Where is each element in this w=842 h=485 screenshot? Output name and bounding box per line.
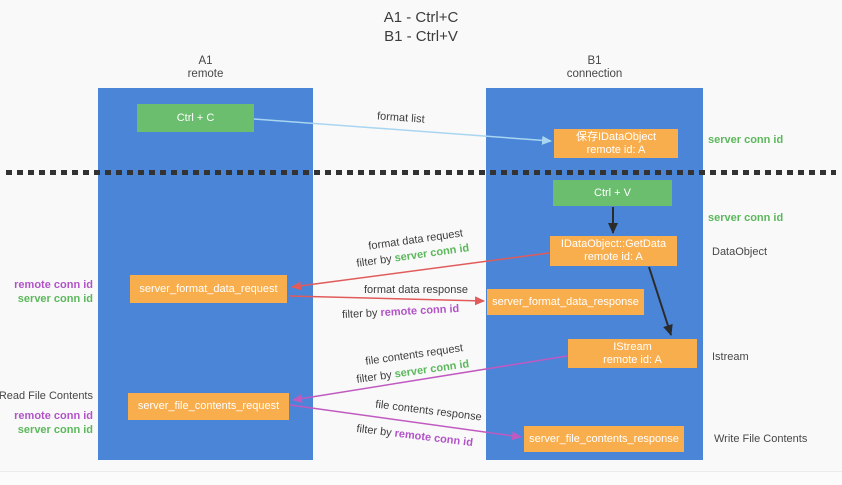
box-ctrl-c-label: Ctrl + C (176, 111, 215, 124)
filter-by-text: filter by (355, 369, 393, 386)
box-server-file-contents-request: server_file_contents_request (128, 393, 289, 420)
box-idataobject-getdata: IDataObject::GetData remote id: A (550, 236, 677, 266)
label-istream: Istream (712, 351, 749, 363)
label-read-file-contents: Read File Contents (0, 390, 93, 402)
box-server-file-contents-request-label: server_file_contents_request (137, 400, 280, 412)
file-contents-response-text: file contents response (374, 398, 483, 424)
format-data-response-text: format data response (364, 284, 468, 296)
left-conn-id-group-2: remote conn id server conn id (14, 409, 93, 437)
left-server-conn-id-2: server conn id (17, 424, 93, 436)
remote-conn-id-text: remote conn id (380, 302, 460, 320)
left-remote-conn-id-2: remote conn id (14, 410, 93, 422)
box-save-idataobject-line1: 保存IDataObject (575, 130, 657, 143)
filter-by-text: filter by (355, 422, 393, 440)
box-istream-line1: IStream (613, 340, 652, 353)
filter-by-text: filter by (355, 253, 393, 270)
label-dataobject: DataObject (712, 246, 768, 258)
bottom-strip (0, 471, 842, 485)
left-server-conn-id-1: server conn id (17, 293, 93, 305)
lane-header-a1: A1 remote (98, 55, 313, 81)
arrow-format-data-response (288, 295, 485, 306)
lane-a1-subtitle: remote (187, 68, 224, 80)
box-idataobject-getdata-line2: remote id: A (584, 251, 643, 263)
box-server-file-contents-response-label: server_file_contents_response (529, 432, 679, 445)
label-format-data-response: format data response (364, 284, 468, 296)
diagram-title: A1 - Ctrl+C B1 - Ctrl+V (0, 8, 842, 46)
label-filter-by-remote-conn-id-1: filter by remote conn id (342, 303, 460, 321)
box-server-format-data-response-label: server_format_data_response (492, 295, 639, 308)
box-idataobject-getdata-line1: IDataObject::GetData (560, 238, 667, 250)
box-server-format-data-request: server_format_data_request (130, 275, 287, 303)
box-server-format-data-response: server_format_data_response (487, 289, 644, 315)
left-conn-id-group-1: remote conn id server conn id (14, 278, 93, 306)
remote-conn-id-text: remote conn id (393, 427, 474, 450)
label-write-file-contents: Write File Contents (714, 433, 808, 445)
format-list-text: format list (376, 110, 426, 126)
box-server-file-contents-response: server_file_contents_response (524, 426, 684, 452)
left-remote-conn-id-1: remote conn id (14, 279, 93, 291)
title-line-2: B1 - Ctrl+V (384, 28, 458, 45)
dotted-separator-line (6, 170, 836, 175)
label-format-list: format list (377, 110, 425, 125)
right-server-conn-id-1: server conn id (708, 134, 784, 146)
right-server-conn-id-2: server conn id (708, 212, 784, 224)
box-save-idataobject: 保存IDataObject remote id: A (554, 129, 678, 158)
label-file-contents-response: file contents response (375, 399, 483, 424)
lane-b1-subtitle: connection (566, 68, 623, 80)
label-filter-by-remote-conn-id-2: filter by remote conn id (356, 423, 474, 449)
lane-b1-name: B1 (587, 55, 602, 67)
box-server-format-data-request-label: server_format_data_request (139, 282, 278, 295)
lane-a1-name: A1 (198, 55, 213, 67)
filter-by-text: filter by (341, 307, 378, 322)
box-ctrl-v-label: Ctrl + V (594, 186, 631, 199)
box-istream: IStream remote id: A (568, 339, 697, 368)
title-line-1: A1 - Ctrl+C (383, 9, 459, 26)
box-ctrl-c: Ctrl + C (137, 104, 254, 132)
box-ctrl-v: Ctrl + V (553, 180, 672, 206)
box-istream-line2: remote id: A (603, 353, 662, 366)
box-save-idataobject-line2: remote id: A (586, 143, 646, 156)
lane-header-b1: B1 connection (486, 55, 703, 81)
